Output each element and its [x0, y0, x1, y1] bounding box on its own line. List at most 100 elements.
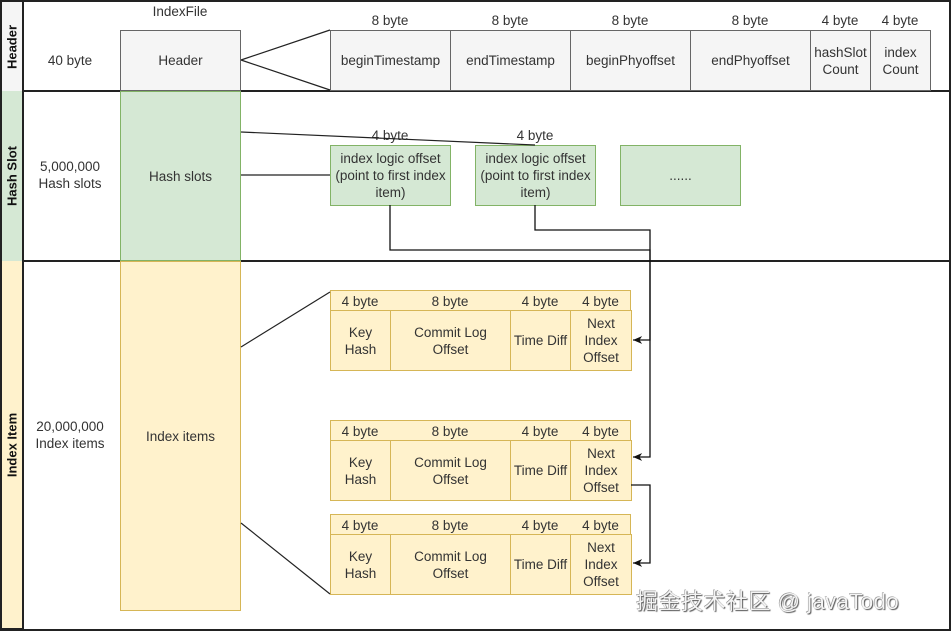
text-line: Offset [583, 574, 619, 589]
text-line: Offset [432, 565, 469, 581]
text-line: Offset [583, 480, 619, 495]
text-line: Commit Log [414, 324, 487, 340]
slot-cell-size: 4 byte [371, 127, 409, 143]
slot-cell-size: 4 byte [516, 127, 554, 143]
header-field-3: endPhyoffset [690, 30, 811, 91]
index-item-field-2: Time Diff [510, 440, 571, 501]
text-line: Count [882, 61, 919, 77]
index-item-field-size: 4 byte [582, 517, 619, 533]
hash-slot-cell-2: ...... [620, 145, 741, 206]
watermark: 掘金技术社区 @ javaTodo [636, 589, 900, 614]
lane-label-hash-slot: Hash Slot [0, 91, 24, 261]
index-item-field-size: 4 byte [341, 423, 379, 439]
slot-cell-size [620, 126, 740, 144]
index-item-count: 20,000,000 [36, 419, 104, 434]
hash-slot-size-label: 5,000,000 Hash slots [26, 150, 114, 200]
index-items-block-label: Index items [145, 428, 216, 444]
header-block: Header [120, 30, 241, 91]
index-item-unit: Index items [35, 436, 105, 451]
text-line: item) [375, 185, 406, 200]
text-line: beginPhyoffset [585, 53, 676, 68]
text-line: Commit Log [414, 548, 487, 564]
header-field-size: 8 byte [731, 12, 769, 28]
text-line: Next [587, 540, 615, 555]
header-field-1: endTimestamp [450, 30, 571, 91]
header-size-label: 40 byte [26, 40, 114, 80]
text-line: index [884, 44, 917, 60]
hash-slot-cell-1: index logic offset (point to first index i… [475, 145, 596, 206]
text-line: Hash [344, 341, 377, 357]
text-line: Hash [344, 471, 377, 487]
index-item-field-size: 4 byte [582, 293, 619, 309]
hash-slot-count: 5,000,000 [39, 159, 101, 174]
text-line: index logic offset [485, 151, 586, 166]
text-line: Index [584, 333, 618, 348]
header-field-size: 4 byte [821, 12, 859, 28]
text-line: Key [348, 324, 373, 340]
header-field-2: beginPhyoffset [570, 30, 691, 91]
index-item-field-size: 4 byte [521, 423, 559, 439]
text-line: Time Diff [513, 557, 568, 572]
text-line: index logic offset [340, 151, 441, 166]
text-line: Key [348, 454, 373, 470]
hash-slots-block-label: Hash slots [148, 168, 213, 184]
text-line: Key [348, 548, 373, 564]
index-item-field-size: 4 byte [521, 293, 559, 309]
text-line: endTimestamp [466, 53, 555, 68]
index-item-field-size: 8 byte [431, 423, 469, 439]
text-line: Count [822, 61, 859, 77]
index-item-field-2: Time Diff [510, 310, 571, 371]
text-line: (point to first index [335, 168, 446, 183]
lane-label-header: Header [0, 0, 24, 91]
index-item-field-size: 4 byte [341, 517, 379, 533]
text-line: Index [584, 463, 618, 478]
lane-hash-slot-title: Hash Slot [4, 146, 20, 206]
header-field-size: 8 byte [371, 12, 409, 28]
hash-slot-unit: Hash slots [38, 176, 102, 191]
text-line: Offset [432, 471, 469, 487]
header-field-0: beginTimestamp [330, 30, 451, 91]
header-block-label: Header [158, 53, 203, 68]
index-item-field-size: 4 byte [582, 423, 619, 439]
index-item-size-label: 20,000,000 Index items [26, 410, 114, 460]
text-line: item) [520, 185, 551, 200]
text-line: Time Diff [513, 333, 568, 348]
text-line: Hash [344, 565, 377, 581]
lane-label-index-item: Index Item [0, 261, 24, 630]
indexfile-title: IndexFile [152, 3, 208, 19]
text-line: ...... [669, 168, 692, 183]
text-line: Offset [432, 341, 469, 357]
header-field-size: 4 byte [881, 12, 919, 28]
text-line: Offset [583, 350, 619, 365]
text-line: Next [587, 446, 615, 461]
header-size-text: 40 byte [47, 52, 93, 68]
lane-header-title: Header [4, 24, 20, 69]
text-line: Time Diff [513, 463, 568, 478]
index-item-field-2: Time Diff [510, 534, 571, 595]
index-item-field-size: 8 byte [431, 293, 469, 309]
text-line: endPhyoffset [711, 53, 790, 68]
index-items-block: Index items [120, 261, 241, 611]
header-field-size: 8 byte [491, 12, 529, 28]
hash-slots-block: Hash slots [120, 91, 241, 261]
index-item-field-size: 4 byte [521, 517, 559, 533]
text-line: Next [587, 316, 615, 331]
text-line: (point to first index [480, 168, 591, 183]
index-item-field-size: 8 byte [431, 517, 469, 533]
lane-index-item-title: Index Item [4, 412, 20, 477]
index-item-field-size: 4 byte [341, 293, 379, 309]
text-line: Index [584, 557, 618, 572]
hash-slot-cell-0: index logic offset (point to first index i… [330, 145, 451, 206]
header-field-size: 8 byte [611, 12, 649, 28]
